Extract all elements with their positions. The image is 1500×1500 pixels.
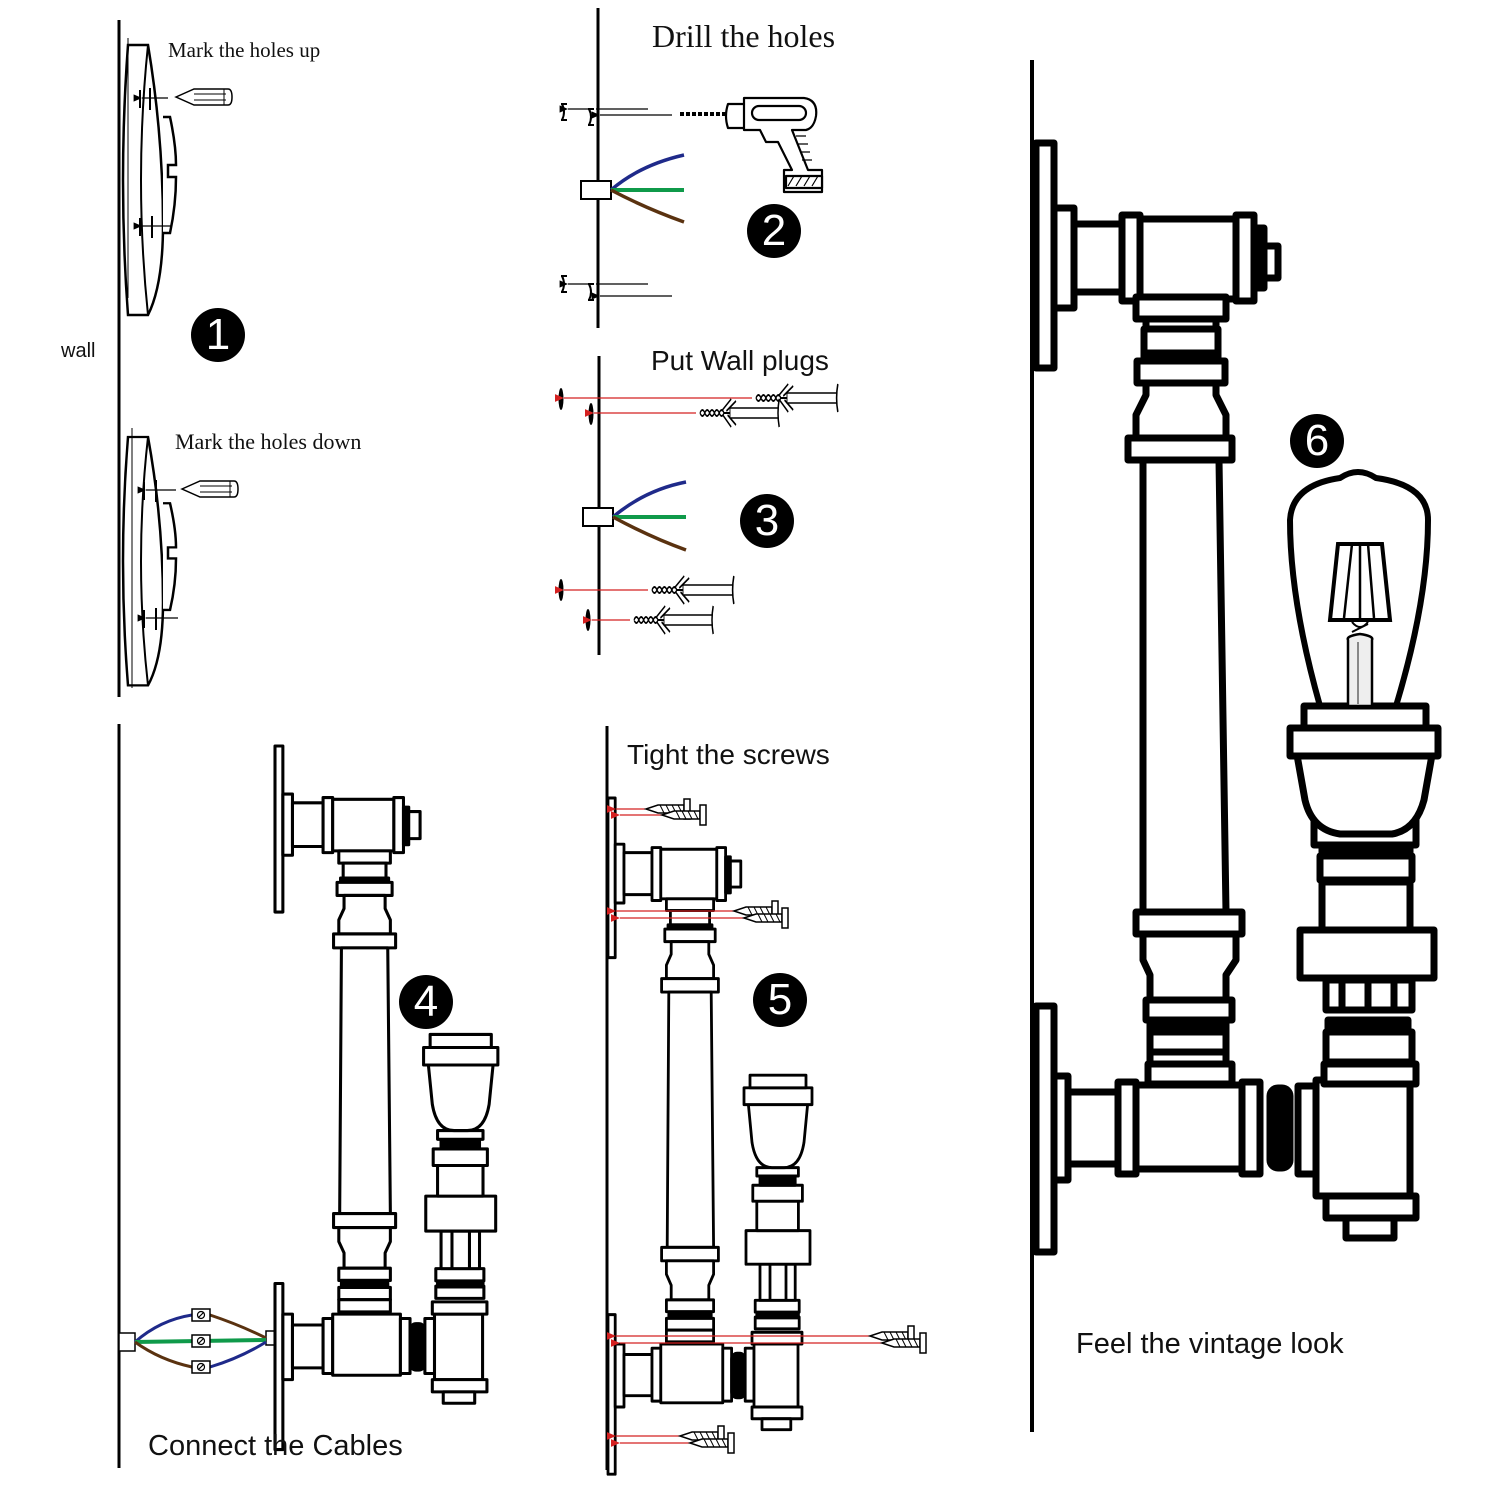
step-3-panel [554, 356, 840, 655]
lamp-assembly [273, 744, 500, 1452]
measure-marks-upper [133, 88, 172, 238]
wall-junction-box [118, 1332, 136, 1352]
wall-plug-icon [650, 574, 736, 606]
terminal-block [191, 1334, 211, 1348]
wall-flange-lower [121, 435, 178, 687]
measure-marks-lower [137, 480, 178, 630]
step-badge-1: 1 [191, 308, 245, 362]
terminal-block [191, 1308, 211, 1322]
junction-box [582, 507, 614, 527]
pencil-icon-upper [175, 88, 233, 106]
label-tight-screws: Tight the screws [627, 739, 830, 770]
label-mark-holes-up: Mark the holes up [168, 38, 321, 62]
step-badge-2: 2 [747, 204, 801, 258]
label-drill-holes: Drill the holes [652, 18, 836, 54]
lamp-assembly [606, 796, 814, 1476]
screw-arrows [606, 805, 885, 1447]
label-connect-cables: Connect the Cables [148, 1430, 403, 1462]
step-badge-3: 3 [740, 494, 794, 548]
wall-plug-icon [632, 604, 715, 636]
step-6-panel [1030, 60, 1442, 1432]
wall-flange-upper [121, 43, 178, 317]
label-feel-vintage: Feel the vintage look [1076, 1328, 1344, 1360]
wires [609, 153, 685, 224]
step-badge-5: 5 [753, 973, 807, 1027]
step-1-panel [117, 20, 239, 697]
label-mark-holes-down: Mark the holes down [175, 429, 362, 454]
terminal-block [191, 1360, 211, 1374]
pencil-icon-lower [181, 480, 239, 498]
step-badge-4: 4 [399, 975, 453, 1029]
label-put-wall-plugs: Put Wall plugs [651, 345, 829, 376]
wall-plug-icon [698, 397, 781, 429]
edison-bulb-icon [1286, 469, 1432, 708]
drill-icon [680, 96, 824, 194]
wires [611, 480, 687, 552]
step-2-panel [559, 8, 824, 328]
label-wall: wall [61, 340, 96, 362]
junction-box [580, 180, 612, 200]
step-5-panel [605, 726, 927, 1476]
step-badge-6: 6 [1290, 414, 1344, 468]
step-4-panel [117, 724, 500, 1468]
